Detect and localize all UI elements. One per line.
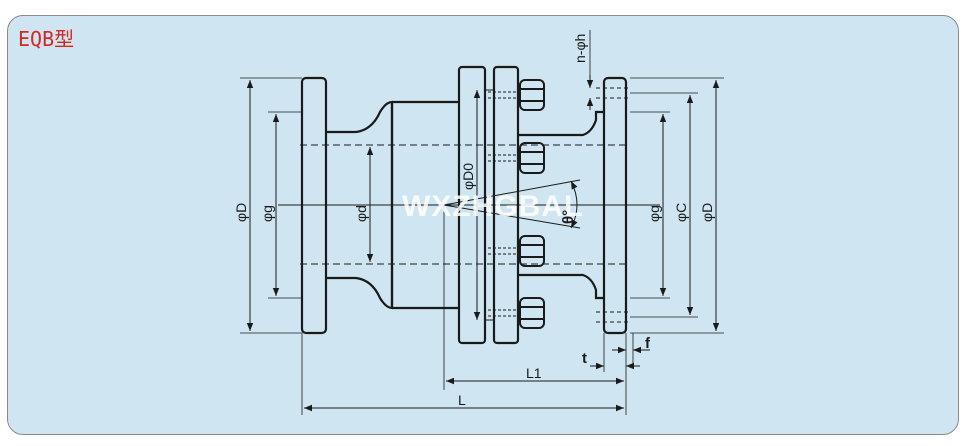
- label-t: t: [582, 350, 587, 367]
- drawing-panel: [7, 15, 959, 435]
- label-phi-D-left: φD: [233, 203, 249, 222]
- label-phi-D0: φD0: [460, 163, 476, 190]
- diagram-title: EQB型: [18, 27, 75, 51]
- label-phi-C: φC: [673, 203, 689, 222]
- watermark-text: WXZHGBAL: [402, 190, 583, 223]
- label-L: L: [458, 392, 466, 408]
- label-theta: θ°: [560, 210, 577, 224]
- label-phi-D-right: φD: [699, 203, 715, 222]
- label-phi-g-right: φg: [646, 205, 662, 222]
- bolt-group: [488, 79, 545, 329]
- label-L1: L1: [526, 365, 542, 381]
- label-phi-g-left: φg: [259, 205, 275, 222]
- label-f: f: [645, 335, 651, 352]
- label-phi-d: φd: [353, 205, 369, 222]
- label-n-phi-h: n-φh: [572, 34, 588, 63]
